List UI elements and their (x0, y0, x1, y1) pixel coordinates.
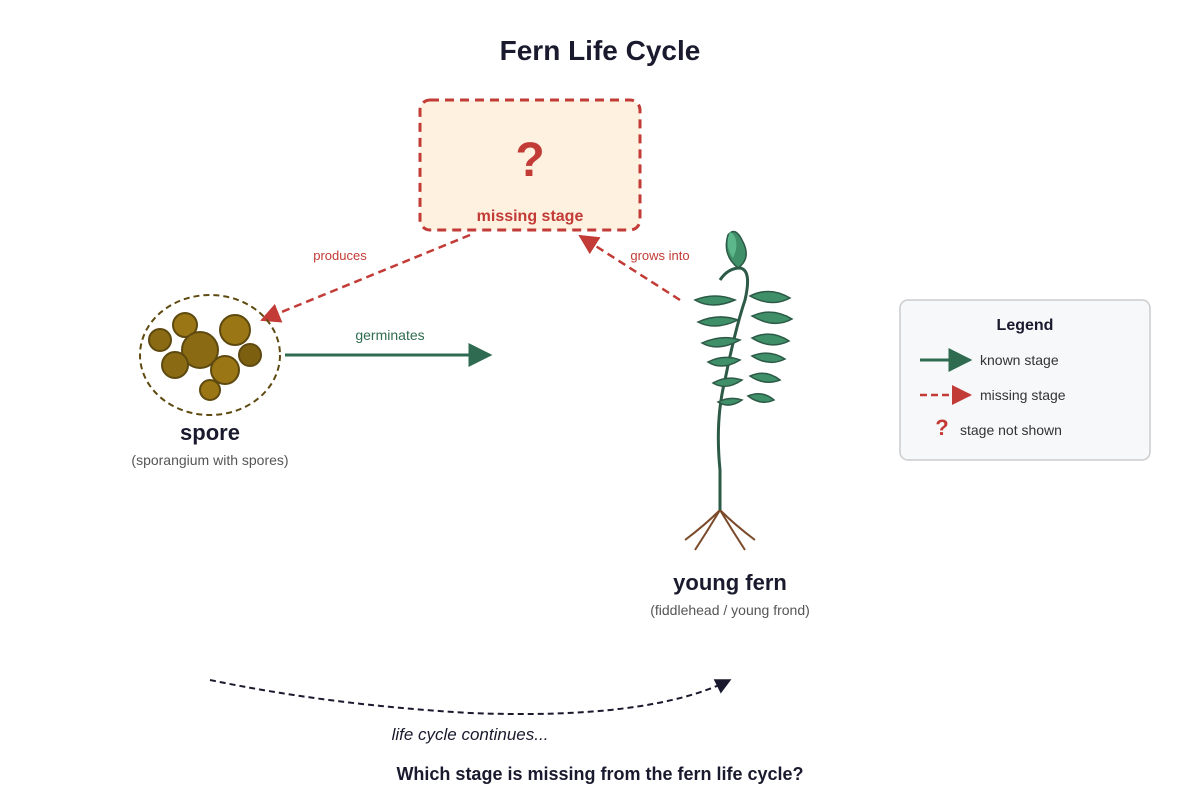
missing-stage-question-mark: ? (515, 134, 544, 187)
spore-stage: spore (sporangium with spores) (131, 294, 289, 468)
legend-not-shown-label: stage not shown (960, 422, 1062, 438)
legend-box (899, 299, 1151, 461)
grows-into-arrow-label: grows into (630, 248, 689, 263)
produces-arrow-label: produces (313, 248, 367, 263)
diagram-title: Fern Life Cycle (500, 35, 701, 66)
germinates-arrow-label: germinates (355, 327, 424, 343)
legend-title: Legend (997, 317, 1054, 334)
missing-stage-label: missing stage (477, 208, 584, 225)
germinates-arrow: germinates (285, 327, 493, 367)
cycle-continues-label: life cycle continues... (392, 725, 549, 744)
missing-stage-box: ? missing stage (418, 98, 642, 232)
produces-arrow: produces (260, 233, 471, 323)
fern-plant-icon (684, 230, 794, 551)
young-fern-stage: young fern (fiddlehead / young frond) (650, 230, 810, 618)
legend-missing-label: missing stage (980, 387, 1066, 403)
young-fern-label: young fern (673, 570, 787, 595)
question-text: Which stage is missing from the fern lif… (396, 764, 803, 784)
spore-sublabel: (sporangium with spores) (131, 452, 288, 468)
cycle-continues-arrow: life cycle continues... (209, 679, 732, 744)
legend-question-symbol: ? (935, 415, 948, 440)
grows-into-arrow: grows into (578, 234, 690, 302)
spore-label: spore (180, 420, 240, 445)
legend: Legend known stage missing stage ? stage… (899, 299, 1151, 461)
legend-known-label: known stage (980, 352, 1059, 368)
young-fern-sublabel: (fiddlehead / young frond) (650, 602, 810, 618)
spore-cluster-icon (139, 294, 281, 416)
